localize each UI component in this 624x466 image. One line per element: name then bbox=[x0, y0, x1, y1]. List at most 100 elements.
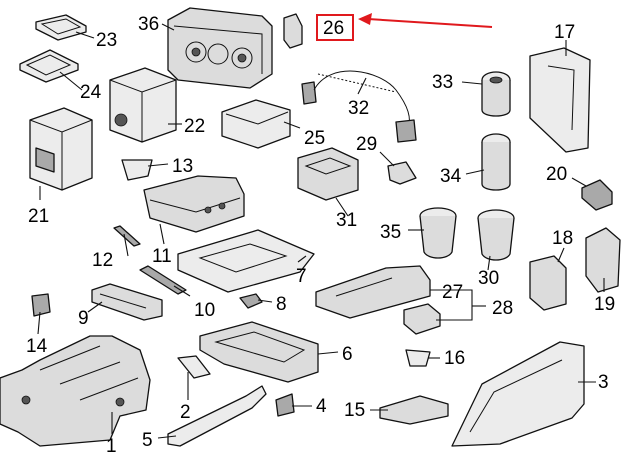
callout-5: 5 bbox=[142, 430, 153, 451]
callout-31: 31 bbox=[336, 210, 357, 231]
leader-lines bbox=[37, 23, 605, 439]
part-4 bbox=[275, 393, 295, 417]
callout-27: 27 bbox=[442, 282, 463, 303]
part-34 bbox=[481, 133, 511, 191]
part-10 bbox=[139, 265, 187, 295]
callout-35: 35 bbox=[380, 222, 401, 243]
leader-36 bbox=[161, 23, 175, 31]
part-11 bbox=[143, 175, 245, 233]
callout-10: 10 bbox=[194, 300, 215, 321]
part-9 bbox=[91, 283, 163, 321]
leader-8 bbox=[257, 299, 273, 303]
leader-34 bbox=[465, 169, 485, 175]
callout-12: 12 bbox=[92, 250, 113, 271]
part-17 bbox=[529, 47, 591, 153]
callout-24: 24 bbox=[80, 82, 102, 103]
highlight-arrow-shaft bbox=[367, 18, 493, 28]
callout-13: 13 bbox=[172, 156, 193, 177]
part-13 bbox=[121, 159, 153, 181]
callout-7: 7 bbox=[296, 266, 307, 287]
callout-9: 9 bbox=[78, 308, 89, 329]
leader-30 bbox=[487, 255, 491, 271]
callout-34: 34 bbox=[440, 166, 462, 187]
part-36 bbox=[167, 7, 273, 89]
part-18 bbox=[529, 255, 567, 311]
leader-14 bbox=[37, 311, 41, 335]
part-14 bbox=[31, 293, 51, 317]
leader-33 bbox=[461, 81, 483, 85]
callout-3: 3 bbox=[598, 372, 609, 393]
leader-27-28 bbox=[430, 289, 473, 321]
leader-23 bbox=[75, 31, 95, 39]
part-20 bbox=[581, 179, 613, 211]
part-7 bbox=[177, 229, 315, 293]
part-21 bbox=[29, 107, 93, 191]
part-35 bbox=[419, 207, 457, 259]
leader-29 bbox=[379, 151, 395, 167]
callout-30: 30 bbox=[478, 268, 499, 289]
highlight-callout bbox=[316, 13, 493, 41]
callout-2: 2 bbox=[180, 402, 191, 423]
part-22 bbox=[109, 67, 177, 143]
callout-8: 8 bbox=[276, 294, 287, 315]
part-30 bbox=[477, 209, 515, 261]
callout-32: 32 bbox=[348, 98, 369, 119]
callout-17: 17 bbox=[554, 22, 575, 43]
callout-29: 29 bbox=[356, 134, 377, 155]
leader-12 bbox=[123, 233, 129, 257]
part-3 bbox=[451, 341, 585, 447]
leader-6 bbox=[317, 351, 339, 355]
callout-22: 22 bbox=[184, 116, 205, 137]
leader-25 bbox=[283, 121, 301, 129]
leader-18 bbox=[557, 247, 565, 263]
part-24 bbox=[19, 49, 79, 83]
part-12 bbox=[113, 225, 141, 247]
leader-24 bbox=[59, 71, 83, 91]
part-26 bbox=[283, 13, 303, 49]
part-16 bbox=[405, 349, 431, 367]
part-1 bbox=[0, 335, 151, 447]
leader-5 bbox=[157, 435, 177, 439]
part-29 bbox=[387, 161, 417, 185]
callout-19: 19 bbox=[594, 294, 615, 315]
callout-15: 15 bbox=[344, 400, 365, 421]
part-19 bbox=[585, 227, 621, 293]
callout-28: 28 bbox=[492, 298, 513, 319]
leader-20 bbox=[571, 177, 587, 187]
callout-20: 20 bbox=[546, 164, 567, 185]
part-6 bbox=[199, 321, 319, 383]
callout-23: 23 bbox=[96, 30, 117, 51]
leader-32 bbox=[357, 77, 367, 95]
leader-7 bbox=[297, 255, 307, 263]
part-32 bbox=[301, 70, 417, 143]
highlight-box bbox=[316, 14, 354, 41]
part-31 bbox=[297, 147, 359, 201]
part-28 bbox=[403, 303, 441, 335]
callout-labels: 23 24 21 22 36 26 32 25 13 11 12 7 10 9 … bbox=[26, 14, 615, 457]
part-23 bbox=[35, 14, 87, 41]
leader-10 bbox=[173, 285, 191, 297]
leader-11 bbox=[159, 223, 165, 245]
callout-11: 11 bbox=[152, 246, 172, 267]
callout-26: 26 bbox=[323, 18, 344, 39]
leader-31 bbox=[335, 197, 349, 217]
part-5 bbox=[167, 385, 267, 447]
callout-18: 18 bbox=[552, 228, 573, 249]
highlight-arrow-head bbox=[358, 13, 372, 25]
part-27 bbox=[315, 265, 431, 319]
callout-1: 1 bbox=[106, 436, 117, 457]
part-15 bbox=[379, 395, 449, 425]
leader-13 bbox=[147, 163, 169, 167]
callout-33: 33 bbox=[432, 72, 453, 93]
part-2 bbox=[177, 355, 211, 379]
callout-14: 14 bbox=[26, 336, 48, 357]
callout-36: 36 bbox=[138, 14, 159, 35]
callout-6: 6 bbox=[342, 344, 353, 365]
leader-9 bbox=[87, 301, 103, 313]
callout-4: 4 bbox=[316, 396, 327, 417]
part-8 bbox=[239, 293, 263, 309]
part-33 bbox=[481, 71, 511, 117]
callout-16: 16 bbox=[444, 348, 465, 369]
